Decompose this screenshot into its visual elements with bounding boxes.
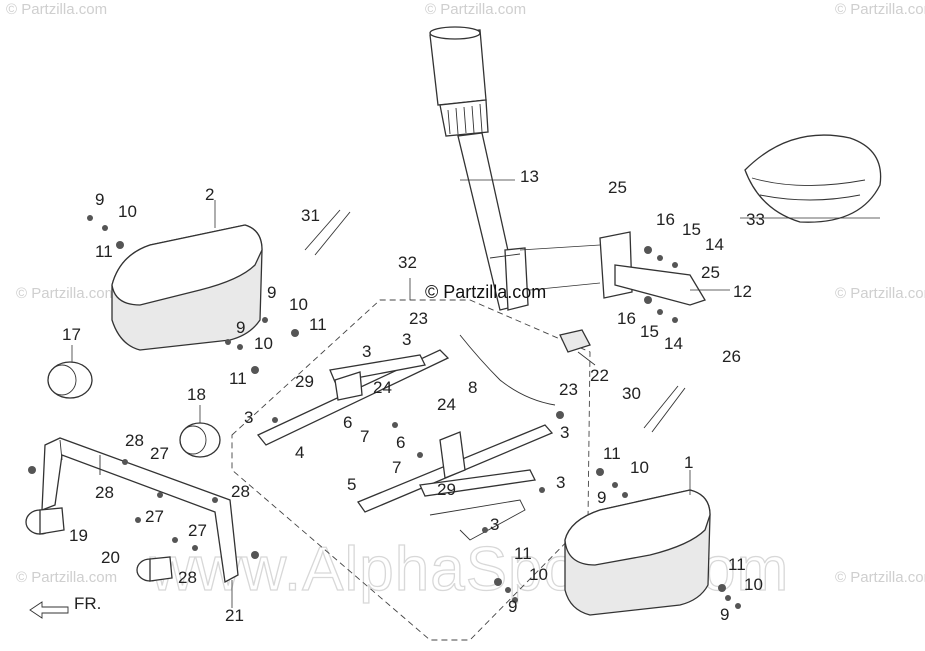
connector-20 — [136, 556, 173, 582]
callout-24: 24 — [437, 395, 456, 414]
callout-30: 30 — [622, 384, 641, 403]
callout-14: 14 — [705, 235, 724, 254]
callout-15: 15 — [640, 322, 659, 341]
callout-8: 8 — [468, 378, 477, 397]
callout-20: 20 — [101, 548, 120, 567]
callout-28: 28 — [95, 483, 114, 502]
callout-25: 25 — [701, 263, 720, 282]
callout-11: 11 — [514, 544, 532, 563]
pole-assembly — [429, 26, 529, 311]
callout-29: 29 — [295, 372, 314, 391]
watermark-bottom-right: © Partzilla.com — [835, 569, 925, 586]
storage-box-left — [111, 224, 263, 351]
callout-18: 18 — [187, 385, 206, 404]
switch-22 — [559, 329, 591, 353]
callout-23: 23 — [559, 380, 578, 399]
callout-4: 4 — [295, 443, 304, 462]
callout-11: 11 — [229, 369, 247, 388]
callout-23: 23 — [409, 309, 428, 328]
callout-11: 11 — [603, 444, 621, 463]
callout-29: 29 — [437, 480, 456, 499]
front-direction-indicator: FR. — [29, 594, 101, 619]
center-copyright: © Partzilla.com — [425, 282, 546, 302]
callout-10: 10 — [630, 458, 649, 477]
callout-3: 3 — [556, 473, 565, 492]
wire-lead-30 — [643, 385, 686, 433]
callout-28: 28 — [178, 568, 197, 587]
callout-16: 16 — [617, 309, 636, 328]
callout-28: 28 — [125, 431, 144, 450]
callout-32: 32 — [398, 253, 417, 272]
callout-3: 3 — [244, 408, 253, 427]
callout-11: 11 — [95, 242, 113, 261]
callout-7: 7 — [360, 427, 369, 446]
callout-9: 9 — [597, 488, 606, 507]
bracket-12 — [599, 231, 706, 306]
watermark-top-right: © Partzilla.com — [835, 1, 925, 18]
callout-9: 9 — [267, 283, 276, 302]
watermark-mid-left: © Partzilla.com — [16, 285, 117, 302]
callout-9: 9 — [95, 190, 104, 209]
callout-15: 15 — [682, 220, 701, 239]
callout-12: 12 — [733, 282, 752, 301]
watermark-mid-right: © Partzilla.com — [835, 285, 925, 302]
callout-21: 21 — [225, 606, 244, 625]
callout-11: 11 — [309, 315, 327, 334]
watermark-bottom-left: © Partzilla.com — [16, 569, 117, 586]
callout-28: 28 — [231, 482, 250, 501]
lamp-18 — [179, 422, 221, 458]
callout-3: 3 — [490, 515, 499, 534]
watermark-top-center: © Partzilla.com — [425, 1, 526, 18]
callout-17: 17 — [62, 325, 81, 344]
callout-10: 10 — [254, 334, 273, 353]
callout-10: 10 — [529, 565, 548, 584]
callout-9: 9 — [720, 605, 729, 624]
callout-6: 6 — [396, 433, 405, 452]
callout-2: 2 — [205, 185, 214, 204]
callout-22: 22 — [590, 366, 609, 385]
seat-cover — [744, 134, 882, 223]
callout-10: 10 — [744, 575, 763, 594]
callout-6: 6 — [343, 413, 352, 432]
direction-label: FR. — [74, 594, 101, 613]
callout-labels: 1 2 3 3 3 3 3 3 4 5 6 6 7 7 8 9 9 9 9 9 … — [62, 167, 765, 625]
callout-19: 19 — [69, 526, 88, 545]
lamp-17 — [47, 361, 93, 399]
storage-box-right — [564, 489, 711, 616]
frame-bar-5 — [357, 424, 554, 541]
callout-14: 14 — [664, 334, 683, 353]
callout-16: 16 — [656, 210, 675, 229]
callout-11: 11 — [728, 555, 746, 574]
callout-3: 3 — [362, 342, 371, 361]
callout-7: 7 — [392, 458, 401, 477]
cable-8 — [459, 334, 556, 406]
rail-21 — [41, 437, 239, 584]
wire-lead-31 — [304, 209, 351, 256]
callout-5: 5 — [347, 475, 356, 494]
callout-27: 27 — [150, 444, 169, 463]
leader-lines — [71, 179, 880, 608]
callout-31: 31 — [301, 206, 320, 225]
callout-27: 27 — [188, 521, 207, 540]
callout-9: 9 — [236, 318, 245, 337]
callout-10: 10 — [118, 202, 137, 221]
callout-27: 27 — [145, 507, 164, 526]
callout-9: 9 — [508, 597, 517, 616]
callout-3: 3 — [560, 423, 569, 442]
callout-24: 24 — [373, 378, 392, 397]
watermark-top-left: © Partzilla.com — [6, 1, 107, 18]
callout-13: 13 — [520, 167, 539, 186]
frame-bar-4 — [256, 349, 450, 446]
callout-3: 3 — [402, 330, 411, 349]
connector-19 — [25, 507, 65, 535]
callout-10: 10 — [289, 295, 308, 314]
callout-33: 33 — [746, 210, 765, 229]
callout-26: 26 — [722, 347, 741, 366]
callout-1: 1 — [684, 453, 693, 472]
hardware-fasteners — [28, 215, 741, 609]
callout-25: 25 — [608, 178, 627, 197]
